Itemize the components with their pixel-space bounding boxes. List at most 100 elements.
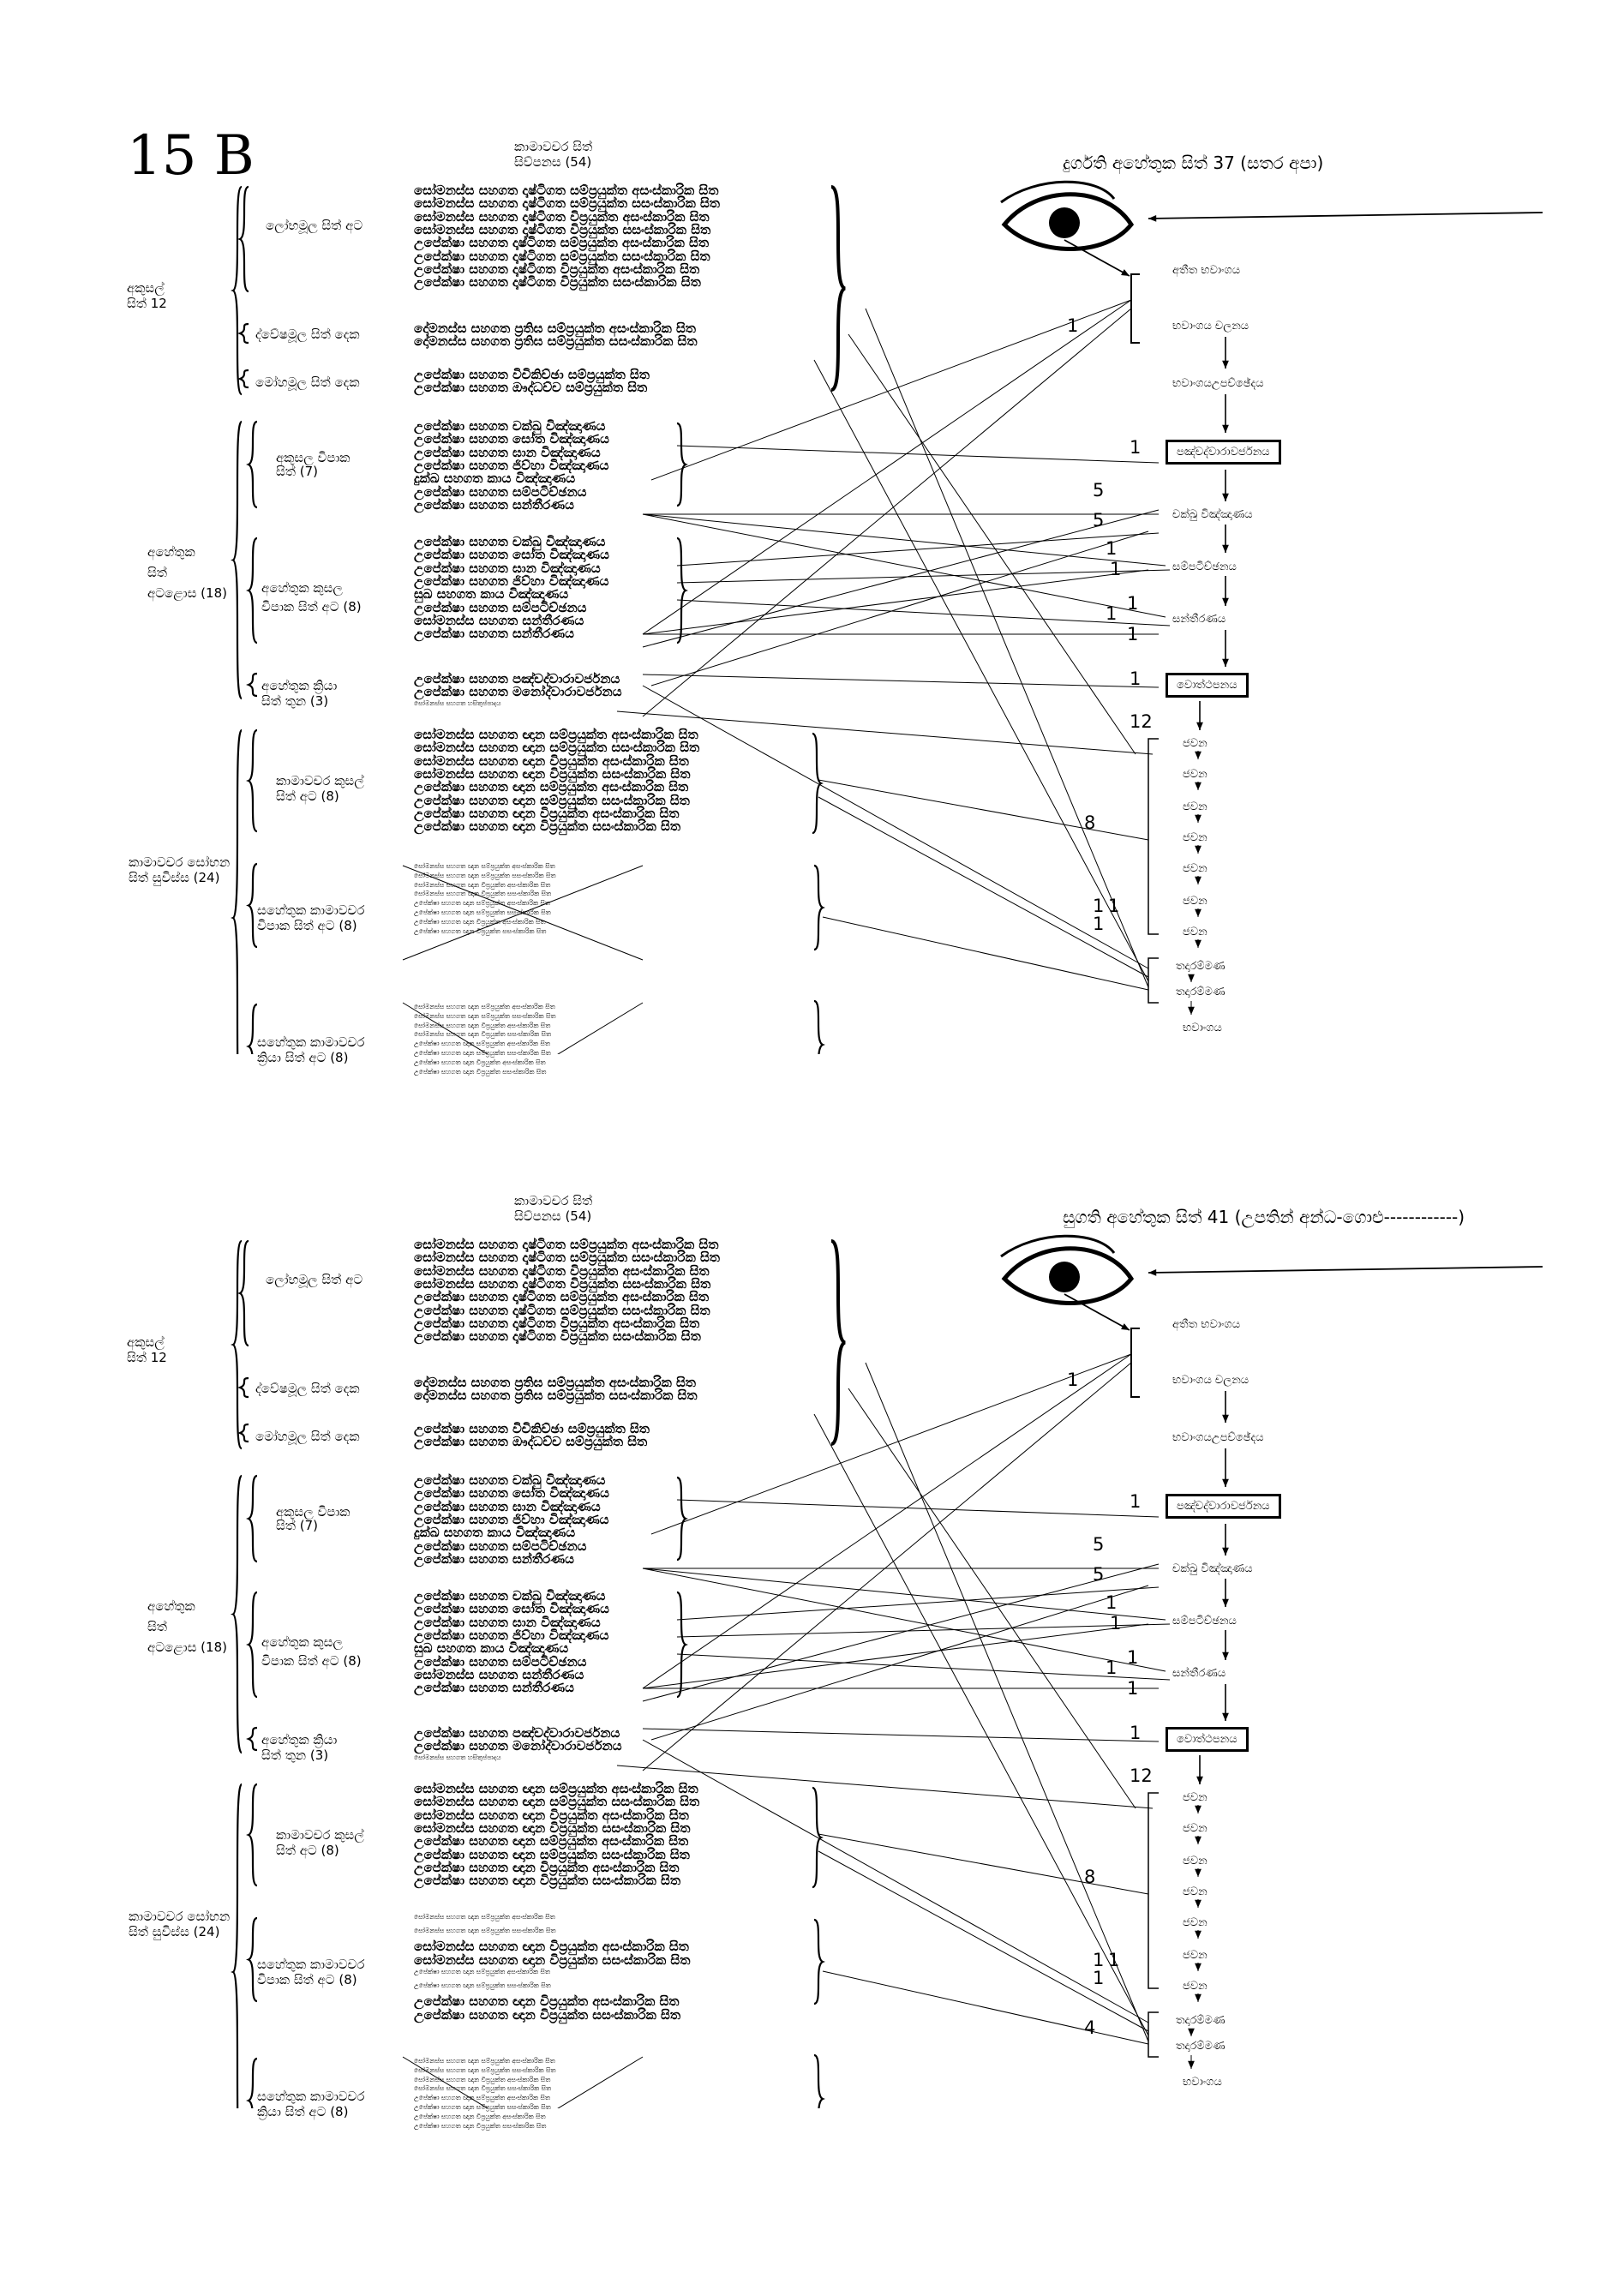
citta-row: උපේක්ෂා සහගත චක්ඛු විඤ්ඤාණය <box>414 1472 606 1488</box>
group-brace <box>676 422 688 507</box>
citta-row: දෝමනස්ස සහගත ප්‍රතිඝ සම්ප්‍රයුක්ත සසංස්ක… <box>414 1388 698 1404</box>
citta-row: උපේක්ෂා සහගත මනෝද්වාරාවර්ජනය <box>414 1738 622 1753</box>
citta-row: සෝමනස්ස සහගත ඥාන විප්‍රයුක්ත සසංස්කාරික … <box>414 1030 552 1039</box>
citta-row: උපේක්ෂා සහගත ඥාන සම්ප්‍රයුක්ත අසංස්කාරික… <box>414 899 550 908</box>
group-brace <box>246 862 258 949</box>
connector-line <box>818 779 1149 841</box>
connector-line <box>642 509 1160 648</box>
connector-lines <box>231 180 1543 1054</box>
arrow-head <box>1222 1652 1229 1660</box>
group-kriya-line: අහේතුක ක්‍රියා <box>261 678 338 693</box>
citta-row: සෝමනස්ස සහගත ඥාන සම්ප්‍රයුක්ත අසංස්කාරික… <box>414 1003 555 1010</box>
citta-row: උපේක්ෂා සහගත ජිව්හා විඤ්ඤාණය <box>414 573 609 589</box>
citta-row: සෝමනස්ස සහගත ඥාන විප්‍රයුක්ත අසංස්කාරික … <box>414 880 551 889</box>
connector-line <box>650 531 1149 686</box>
flow-cakkhu: චක්ඛු විඤ්ඤාණය <box>1172 1562 1253 1575</box>
group-brace <box>246 537 258 644</box>
citta-row: උපේක්ෂා සහගත සම්පටිච්ඡනය <box>414 483 587 500</box>
count-label-santi_a: 1 <box>1127 593 1139 614</box>
citta-row: සෝමනස්ස සහගත ඥාන විප්‍රයුක්ත සසංස්කාරික … <box>414 765 691 782</box>
arrow-head <box>1148 1268 1157 1276</box>
count-label-tada_d: 4 <box>1084 2017 1096 2038</box>
arrow-head <box>1195 876 1202 884</box>
arrow-head <box>1195 1993 1202 2002</box>
group-akusala-vipaka-line: අකුසල විපාක <box>276 1504 351 1520</box>
connector-line <box>865 308 1149 988</box>
connector-line <box>822 1970 1149 2045</box>
count-label-kusal: 8 <box>1084 812 1096 833</box>
arrow-head <box>1195 814 1202 823</box>
section-heading-count: සිව්පනස (54) <box>514 1208 592 1224</box>
arrow-head <box>1222 1414 1229 1423</box>
citta-row: සෝමනස්ස සහගත ඥාන සම්ප්‍රයුක්ත අසංස්කාරික… <box>414 1781 698 1796</box>
group-kriya-line: සිත් තුන (3) <box>261 1747 329 1763</box>
citta-row: උපේක්ෂා සහගත ඥාන විප්‍රයුක්ත අසංස්කාරික … <box>414 1058 546 1066</box>
count-label-cakkhu_b: 5 <box>1093 1564 1105 1585</box>
arrow-head <box>1222 658 1229 667</box>
connector-line <box>642 1623 1149 1689</box>
arrow-head <box>1188 974 1195 982</box>
arrow-head <box>1121 269 1130 276</box>
citta-row: සෝමනස්ස සහගත ඥාන විප්‍රයුක්ත අසංස්කාරික … <box>414 1021 551 1029</box>
arrow-head <box>1222 1478 1229 1487</box>
group-kriya-line: සිත් තුන (3) <box>261 693 329 709</box>
citta-row: උපේක්ෂා සහගත සම්පටිච්ඡනය <box>414 1653 587 1670</box>
citta-row: උපේක්ෂා සහගත ඥාන සම්ප්‍රයුක්ත සසංස්කාරික… <box>414 1846 690 1862</box>
citta-row: උපේක්ෂා සහගත ඝාන විඤ්ඤාණය <box>414 444 601 460</box>
citta-row: උපේක්ෂා සහගත ඖද්ධච්ච සම්ප්‍රයුක්ත සිත <box>414 380 648 396</box>
flow-javana: ජවන <box>1183 862 1208 875</box>
flow-tadarammana: තදාරම්මණ <box>1176 2014 1225 2027</box>
connector-line <box>642 1568 1166 1672</box>
connector-line <box>642 1568 1166 1621</box>
citta-row: උපේක්ෂා සහගත දෘෂ්ටිගත සම්ප්‍රයුක්ත අසංස්… <box>414 235 710 251</box>
connector-line <box>650 1353 1132 1535</box>
group-brace <box>237 322 249 345</box>
count-label-santi_b: 1 <box>1106 1658 1118 1678</box>
group-brace <box>237 1239 249 1347</box>
group-brace <box>246 1726 258 1752</box>
group-sahetuka-kriya-line: සහේතුක කාමාවචර <box>257 1034 365 1050</box>
citta-row: සෝමනස්ස සහගත දෘෂ්ටිගත සම්ප්‍රයුක්ත අසංස්… <box>414 183 719 198</box>
connector-line <box>676 445 1160 464</box>
group-brace <box>676 1476 688 1562</box>
flow-cakkhu: චක්ඛු විඤ්ඤාණය <box>1172 508 1253 521</box>
group-akusal-line: අකුසල් <box>127 280 165 296</box>
connector-line <box>650 1585 1149 1741</box>
count-label-tada_b: 1 <box>1108 896 1120 916</box>
citta-row: දුක්ඛ සහගත කාය විඤ්ඤාණය <box>414 1525 576 1541</box>
flow-votthapana: වොත්ථපනය <box>1166 673 1249 698</box>
group-kusala-vipaka-line: අහේතුක කුසල <box>261 580 343 596</box>
group-sahetuka-vipaka-line: සහේතුක කාමාවචර <box>257 1957 365 1972</box>
group-brace <box>237 369 249 389</box>
citta-row: උපේක්ෂා සහගත ජිව්හා විඤ්ඤාණය <box>414 1627 609 1643</box>
citta-row: උපේක්ෂා සහගත ඥාන සම්ප්‍රයුක්ත සසංස්කාරික… <box>414 1981 551 1989</box>
group-brace <box>246 2057 258 2108</box>
count-label-javana: 12 <box>1130 711 1153 732</box>
group-brace <box>246 1474 258 1563</box>
group-brace <box>813 999 825 1054</box>
group-dvesha: ද්වේෂමූල සිත් දෙක <box>255 1381 360 1396</box>
diagram-panel-durgati: කාමාවචර සිත්සිව්පනස (54)දුර්ගති අහේතුක ස… <box>0 0 1624 1076</box>
citta-row: සෝමනස්ස සහගත දෘෂ්ටිගත සම්ප්‍රයුක්ත අසංස්… <box>414 1237 719 1252</box>
connector-line <box>676 1499 1160 1518</box>
citta-row: උපේක්ෂා සහගත සන්තීරණය <box>414 496 574 513</box>
group-sahetuka-kriya-line: සහේතුක කාමාවචර <box>257 2089 365 2104</box>
arrow-head <box>1222 424 1229 433</box>
connector-line <box>616 710 1154 755</box>
count-label-sampa_b: 1 <box>1110 559 1122 579</box>
group-brace <box>231 1783 243 2108</box>
group-akusala-vipaka-line: අකුසල විපාක <box>276 450 351 465</box>
group-akusal-line: සිත් 12 <box>127 296 167 311</box>
citta-row: සෝමනස්ස සහගත ඥාන සම්ප්‍රයුක්ත අසංස්කාරික… <box>414 727 698 742</box>
flow-bhavanga: භවාංගය <box>1183 2076 1222 2089</box>
group-brace <box>246 1916 258 2003</box>
arrow-head <box>1195 939 1202 948</box>
arrow-head <box>1222 493 1229 501</box>
arrow-head <box>1195 1836 1202 1844</box>
citta-row: උපේක්ෂා සහගත සන්තීරණය <box>414 1680 574 1696</box>
count-label-pancadvara: 1 <box>1130 437 1142 458</box>
citta-row: උපේක්ෂා සහගත ඝාන විඤ්ඤාණය <box>414 560 601 576</box>
citta-row: සෝමනස්ස සහගත ඥාන විප්‍රයුක්ත අසංස්කාරික … <box>414 2075 551 2083</box>
group-akusala-vipaka-line: සිත් (7) <box>276 1518 318 1533</box>
group-dvesha: ද්වේෂමූල සිත් දෙක <box>255 327 360 342</box>
